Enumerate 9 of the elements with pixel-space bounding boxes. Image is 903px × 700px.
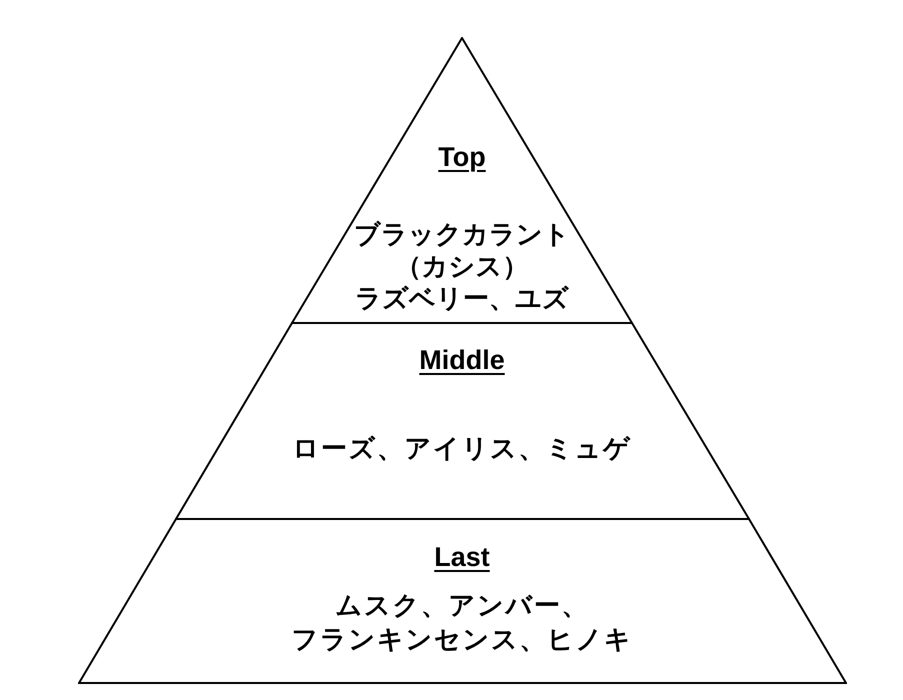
pyramid-tier (78, 518, 847, 684)
tier-heading: Last (434, 541, 490, 573)
tier-heading: Top (438, 141, 486, 173)
tier-text: ローズ、アイリス、ミュゲ (292, 433, 632, 466)
pyramid-tier (291, 37, 633, 324)
tier-text: ムスク、アンバー、フランキンセンス、ヒノキ (292, 590, 632, 657)
pyramid-tier (175, 322, 750, 520)
tier-text: ブラックカラント（カシス）ラズベリー、ユズ (354, 219, 570, 315)
tier-heading: Middle (419, 344, 505, 376)
